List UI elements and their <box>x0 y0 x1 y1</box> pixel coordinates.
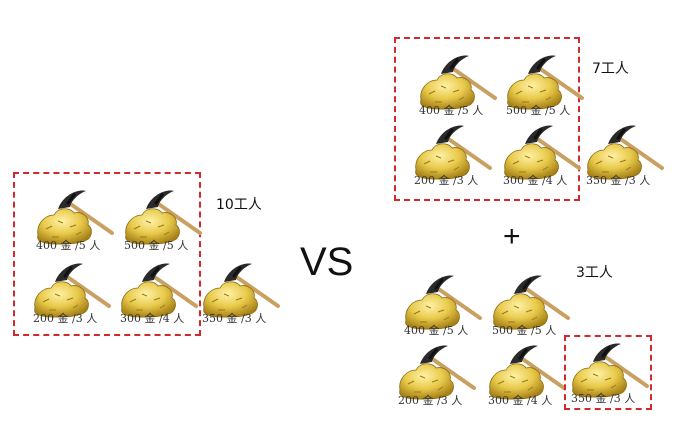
mine-label: 500 金 /5 人 <box>506 104 571 117</box>
left-mine-4: 300 金 /4 人 <box>114 258 204 328</box>
mine-label: 300 金 /4 人 <box>120 312 185 325</box>
right-top-workers-label: 7工人 <box>592 61 629 77</box>
vs-label: VS <box>300 240 354 284</box>
mine-label: 300 金 /4 人 <box>488 394 553 407</box>
mine-label: 500 金 /5 人 <box>492 324 557 337</box>
left-mine-3: 200 金 /3 人 <box>27 258 117 328</box>
left-mine-1: 400 金 /5 人 <box>30 185 120 255</box>
plus-sign: + <box>503 220 521 253</box>
mine-label: 500 金 /5 人 <box>124 239 189 252</box>
mine-label: 300 金 /4 人 <box>503 174 568 187</box>
mine-label: 350 金 /3 人 <box>571 392 636 405</box>
right-bottom-mine-3: 200 金 /3 人 <box>392 340 482 410</box>
right-bottom-mine-5: 350 金 /3 人 <box>565 338 655 408</box>
left-workers-label: 10工人 <box>216 197 262 213</box>
left-selection-box <box>13 172 201 336</box>
left-mine-2: 500 金 /5 人 <box>118 185 208 255</box>
right-top-mine-4: 300 金 /4 人 <box>497 120 587 190</box>
mine-label: 200 金 /3 人 <box>33 312 98 325</box>
mine-label: 350 金 /3 人 <box>202 312 267 325</box>
right-bottom-mine-1: 400 金 /5 人 <box>398 270 488 340</box>
mine-label: 200 金 /3 人 <box>398 394 463 407</box>
mine-label: 350 金 /3 人 <box>586 174 651 187</box>
mine-label: 200 金 /3 人 <box>414 174 479 187</box>
left-mine-5: 350 金 /3 人 <box>196 258 286 328</box>
right-bottom-selection-box <box>564 335 652 410</box>
right-top-mine-1: 400 金 /5 人 <box>413 50 503 120</box>
mine-label: 400 金 /5 人 <box>404 324 469 337</box>
mine-label: 400 金 /5 人 <box>36 239 101 252</box>
right-bottom-mine-4: 300 金 /4 人 <box>482 340 572 410</box>
right-top-selection-box <box>394 37 580 201</box>
right-top-mine-5: 350 金 /3 人 <box>580 120 670 190</box>
mine-label: 400 金 /5 人 <box>419 104 484 117</box>
right-top-mine-3: 200 金 /3 人 <box>408 120 498 190</box>
right-top-mine-2: 500 金 /5 人 <box>500 50 590 120</box>
right-bottom-mine-2: 500 金 /5 人 <box>486 270 576 340</box>
right-bottom-workers-label: 3工人 <box>576 265 613 281</box>
